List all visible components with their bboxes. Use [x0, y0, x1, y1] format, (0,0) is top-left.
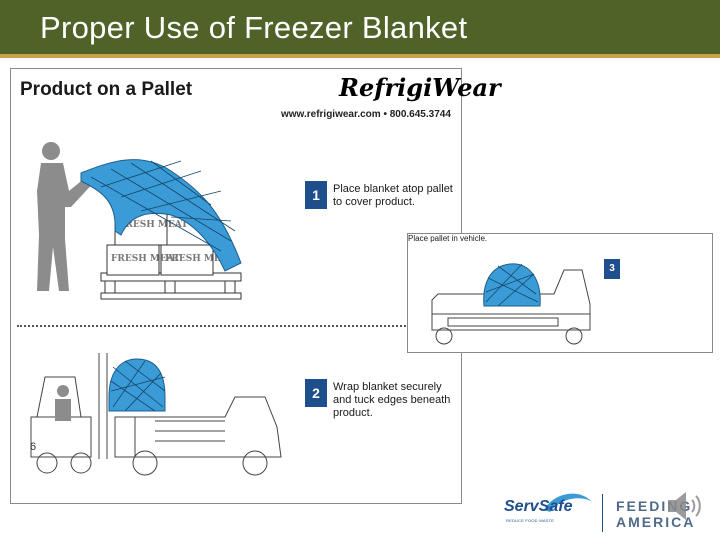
pickup-truck — [114, 396, 282, 476]
servsafe-wordmark: ServSafe — [504, 498, 573, 515]
pallet — [100, 272, 242, 300]
blanket — [80, 159, 242, 272]
america-wordmark: AMERICA — [616, 514, 696, 530]
step-2-text: Wrap blanket securely and tuck edges ben… — [333, 381, 451, 419]
wrapped-load — [108, 358, 166, 412]
section-divider — [17, 325, 457, 327]
box-label: FRESH MEAT — [119, 220, 188, 230]
servsafe-logo: ServSafe REDUCE FOOD WASTE — [500, 488, 596, 530]
inset-panel: 3 Place pallet in vehicle. — [407, 233, 713, 353]
page-number: 6 — [30, 441, 37, 453]
speaker-icon[interactable] — [662, 486, 706, 526]
instruction-panel: Product on a Pallet RefrigiWear www.refr… — [10, 68, 501, 504]
logo-separator — [602, 494, 603, 532]
person-silhouette — [37, 142, 97, 291]
step-3-badge: 3 — [604, 259, 620, 279]
blanket-load — [483, 263, 541, 307]
servsafe-tagline: REDUCE FOOD WASTE — [506, 518, 555, 523]
servsafe-swoosh-icon — [544, 493, 592, 512]
pickup-truck-rear — [431, 269, 591, 345]
brand-logo: RefrigiWear — [339, 73, 501, 102]
truck-loaded-illustration — [431, 263, 591, 345]
box-labels: FRESH MEAT FRESH MEAT FRESH MEAT — [111, 220, 234, 264]
contact-info: www.refrigiwear.com • 800.645.3744 — [281, 109, 451, 120]
forklift — [30, 353, 108, 474]
slide-title: Proper Use of Freezer Blanket — [40, 10, 468, 45]
forklift-driver — [55, 385, 71, 421]
forklift-truck-illustration — [30, 353, 282, 476]
box-label: FRESH MEAT — [111, 254, 180, 264]
title-bar: Proper Use of Freezer Blanket — [0, 0, 720, 58]
box-label: FRESH MEAT — [165, 254, 234, 264]
step-3-text: Place pallet in vehicle. — [408, 234, 488, 243]
step-1-badge: 1 — [305, 181, 327, 209]
panel-heading: Product on a Pallet — [20, 79, 193, 100]
person-pallet-illustration: FRESH MEAT FRESH MEAT FRESH MEAT — [37, 142, 242, 300]
step-2-badge: 2 — [305, 379, 327, 407]
step-1-text: Place blanket atop pallet to cover produ… — [333, 183, 453, 208]
